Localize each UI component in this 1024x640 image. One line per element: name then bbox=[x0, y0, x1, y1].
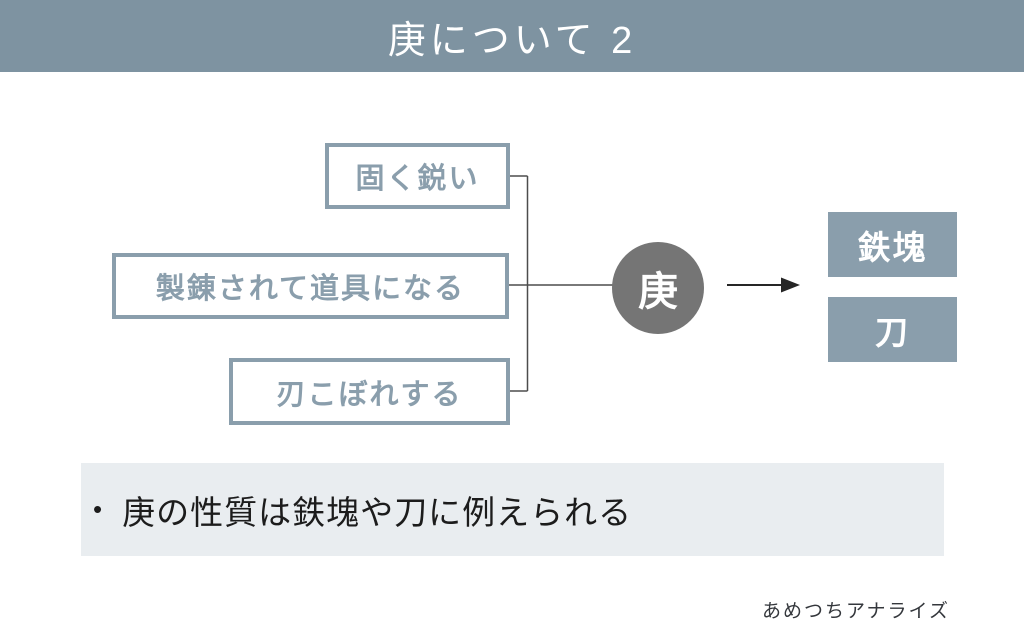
result-box-sword: 刀 bbox=[828, 297, 957, 362]
result-label: 鉄塊 bbox=[857, 228, 928, 266]
page-title: 庚について 2 bbox=[387, 19, 637, 62]
trait-box-blade-chipping: 刃こぼれする bbox=[229, 358, 510, 425]
result-label: 刀 bbox=[875, 313, 910, 351]
center-circle-kanoe: 庚 bbox=[612, 242, 704, 334]
footer-credit: あめつちアナライズ bbox=[761, 601, 950, 622]
trait-label: 刃こぼれする bbox=[276, 378, 463, 411]
right-arrow-icon bbox=[781, 277, 800, 293]
bracket-line bbox=[510, 175, 529, 392]
trait-label: 製錬されて道具になる bbox=[155, 273, 466, 305]
summary-text: 庚の性質は鉄塊や刀に例えられる bbox=[122, 493, 633, 531]
trait-box-hard-sharp: 固く鋭い bbox=[325, 143, 510, 209]
summary-band: • 庚の性質は鉄塊や刀に例えられる bbox=[81, 463, 944, 556]
trait-box-refined-tool: 製錬されて道具になる bbox=[112, 253, 509, 319]
trait-label: 固く鋭い bbox=[355, 163, 480, 195]
center-circle-label: 庚 bbox=[638, 270, 678, 314]
result-box-iron-ingot: 鉄塊 bbox=[828, 212, 957, 277]
header-bar: 庚について 2 bbox=[0, 0, 1024, 72]
bullet-dot: • bbox=[93, 494, 103, 524]
